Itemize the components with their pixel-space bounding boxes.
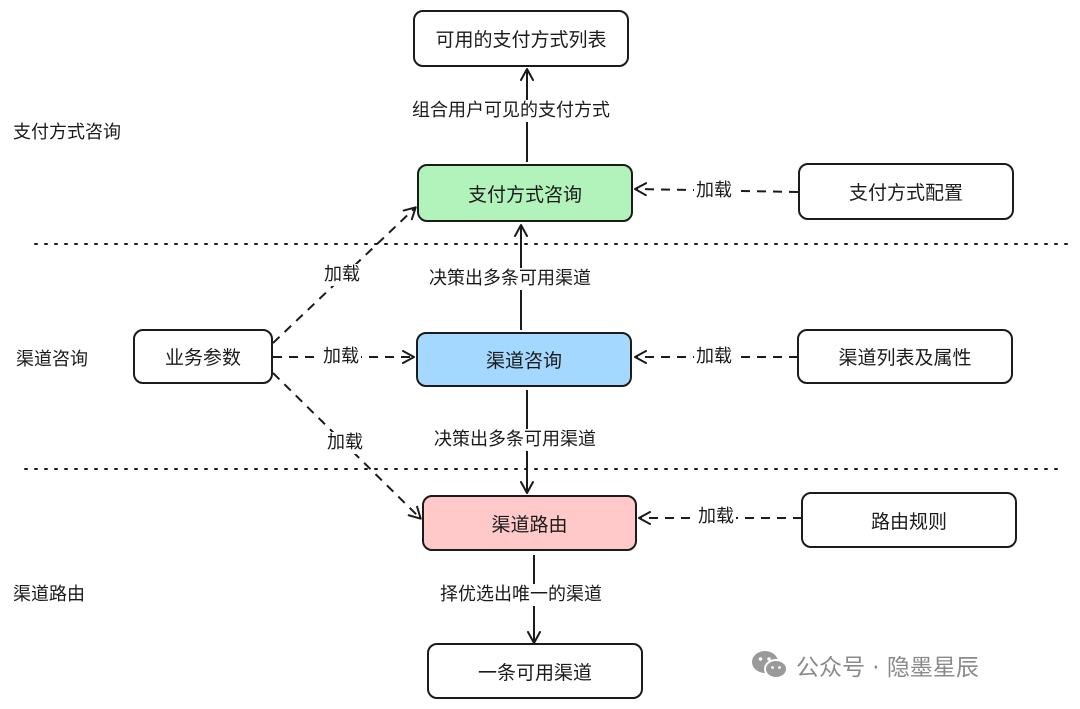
node-payment-query: 支付方式咨询 (417, 164, 633, 222)
wechat-icon (750, 648, 790, 682)
node-one-available-channel: 一条可用渠道 (427, 643, 643, 699)
edge-label-decide-multi-bottom: 决策出多条可用渠道 (432, 429, 598, 451)
edge-label-load-biz-to-payment: 加载 (322, 264, 362, 286)
node-channel-routing: 渠道路由 (422, 495, 637, 551)
node-channel-list-attrs: 渠道列表及属性 (797, 329, 1013, 384)
edge-label-decide-multi-top: 决策出多条可用渠道 (427, 268, 593, 290)
edge-label-load-rules: 加载 (696, 506, 736, 528)
edge-label-load-config: 加载 (694, 180, 734, 202)
node-channel-query: 渠道咨询 (416, 332, 632, 387)
watermark: 公众号 · 隐墨星辰 (750, 648, 979, 682)
node-available-payment-list: 可用的支付方式列表 (413, 10, 629, 67)
edge-label-load-biz-to-routing: 加载 (325, 432, 365, 454)
edge-label-compose-visible: 组合用户可见的支付方式 (410, 100, 612, 122)
section-label-payment-query: 支付方式咨询 (13, 122, 121, 143)
section-label-channel-routing: 渠道路由 (13, 584, 85, 605)
node-biz-params: 业务参数 (133, 329, 273, 384)
edge-label-load-channel-list: 加载 (694, 346, 734, 368)
watermark-text: 公众号 · 隐墨星辰 (796, 655, 979, 681)
node-routing-rules: 路由规则 (801, 492, 1017, 548)
section-label-channel-query: 渠道咨询 (16, 349, 88, 370)
edge-label-load-biz-to-channel: 加载 (321, 346, 361, 368)
edge-label-select-unique: 择优选出唯一的渠道 (438, 584, 604, 606)
node-payment-config: 支付方式配置 (798, 163, 1014, 220)
